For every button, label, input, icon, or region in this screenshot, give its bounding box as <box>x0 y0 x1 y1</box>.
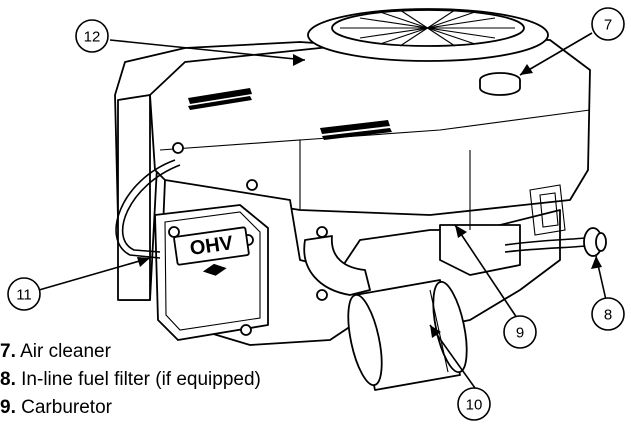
ohv-logo: OHV <box>173 226 250 276</box>
callout-12: 12 <box>75 19 109 53</box>
legend-number: 7. <box>0 341 16 362</box>
parts-legend: 7. Air cleaner 8. In-line fuel filter (i… <box>0 338 261 422</box>
legend-number: 8. <box>0 369 16 390</box>
callout-8: 8 <box>591 297 625 331</box>
legend-text: Air cleaner <box>20 341 111 362</box>
legend-item-8: 8. In-line fuel filter (if equipped) <box>0 366 261 394</box>
callout-11: 11 <box>7 277 41 311</box>
callout-10: 10 <box>457 387 491 421</box>
callout-7: 7 <box>591 7 625 41</box>
callout-12-label: 12 <box>84 29 101 46</box>
legend-number: 9. <box>0 397 16 418</box>
legend-text: Carburetor <box>21 397 112 418</box>
legend-item-9: 9. Carburetor <box>0 394 261 422</box>
callout-7-label: 7 <box>604 17 612 34</box>
legend-text: In-line fuel filter (if equipped) <box>21 369 261 390</box>
callout-9-label: 9 <box>516 325 524 342</box>
callout-11-label: 11 <box>16 287 32 304</box>
callout-9: 9 <box>503 315 537 349</box>
callout-10-label: 10 <box>466 397 483 414</box>
leader-lines <box>38 32 607 389</box>
legend-item-7: 7. Air cleaner <box>0 338 261 366</box>
engine-illustration <box>114 8 607 391</box>
callout-8-label: 8 <box>604 307 612 324</box>
